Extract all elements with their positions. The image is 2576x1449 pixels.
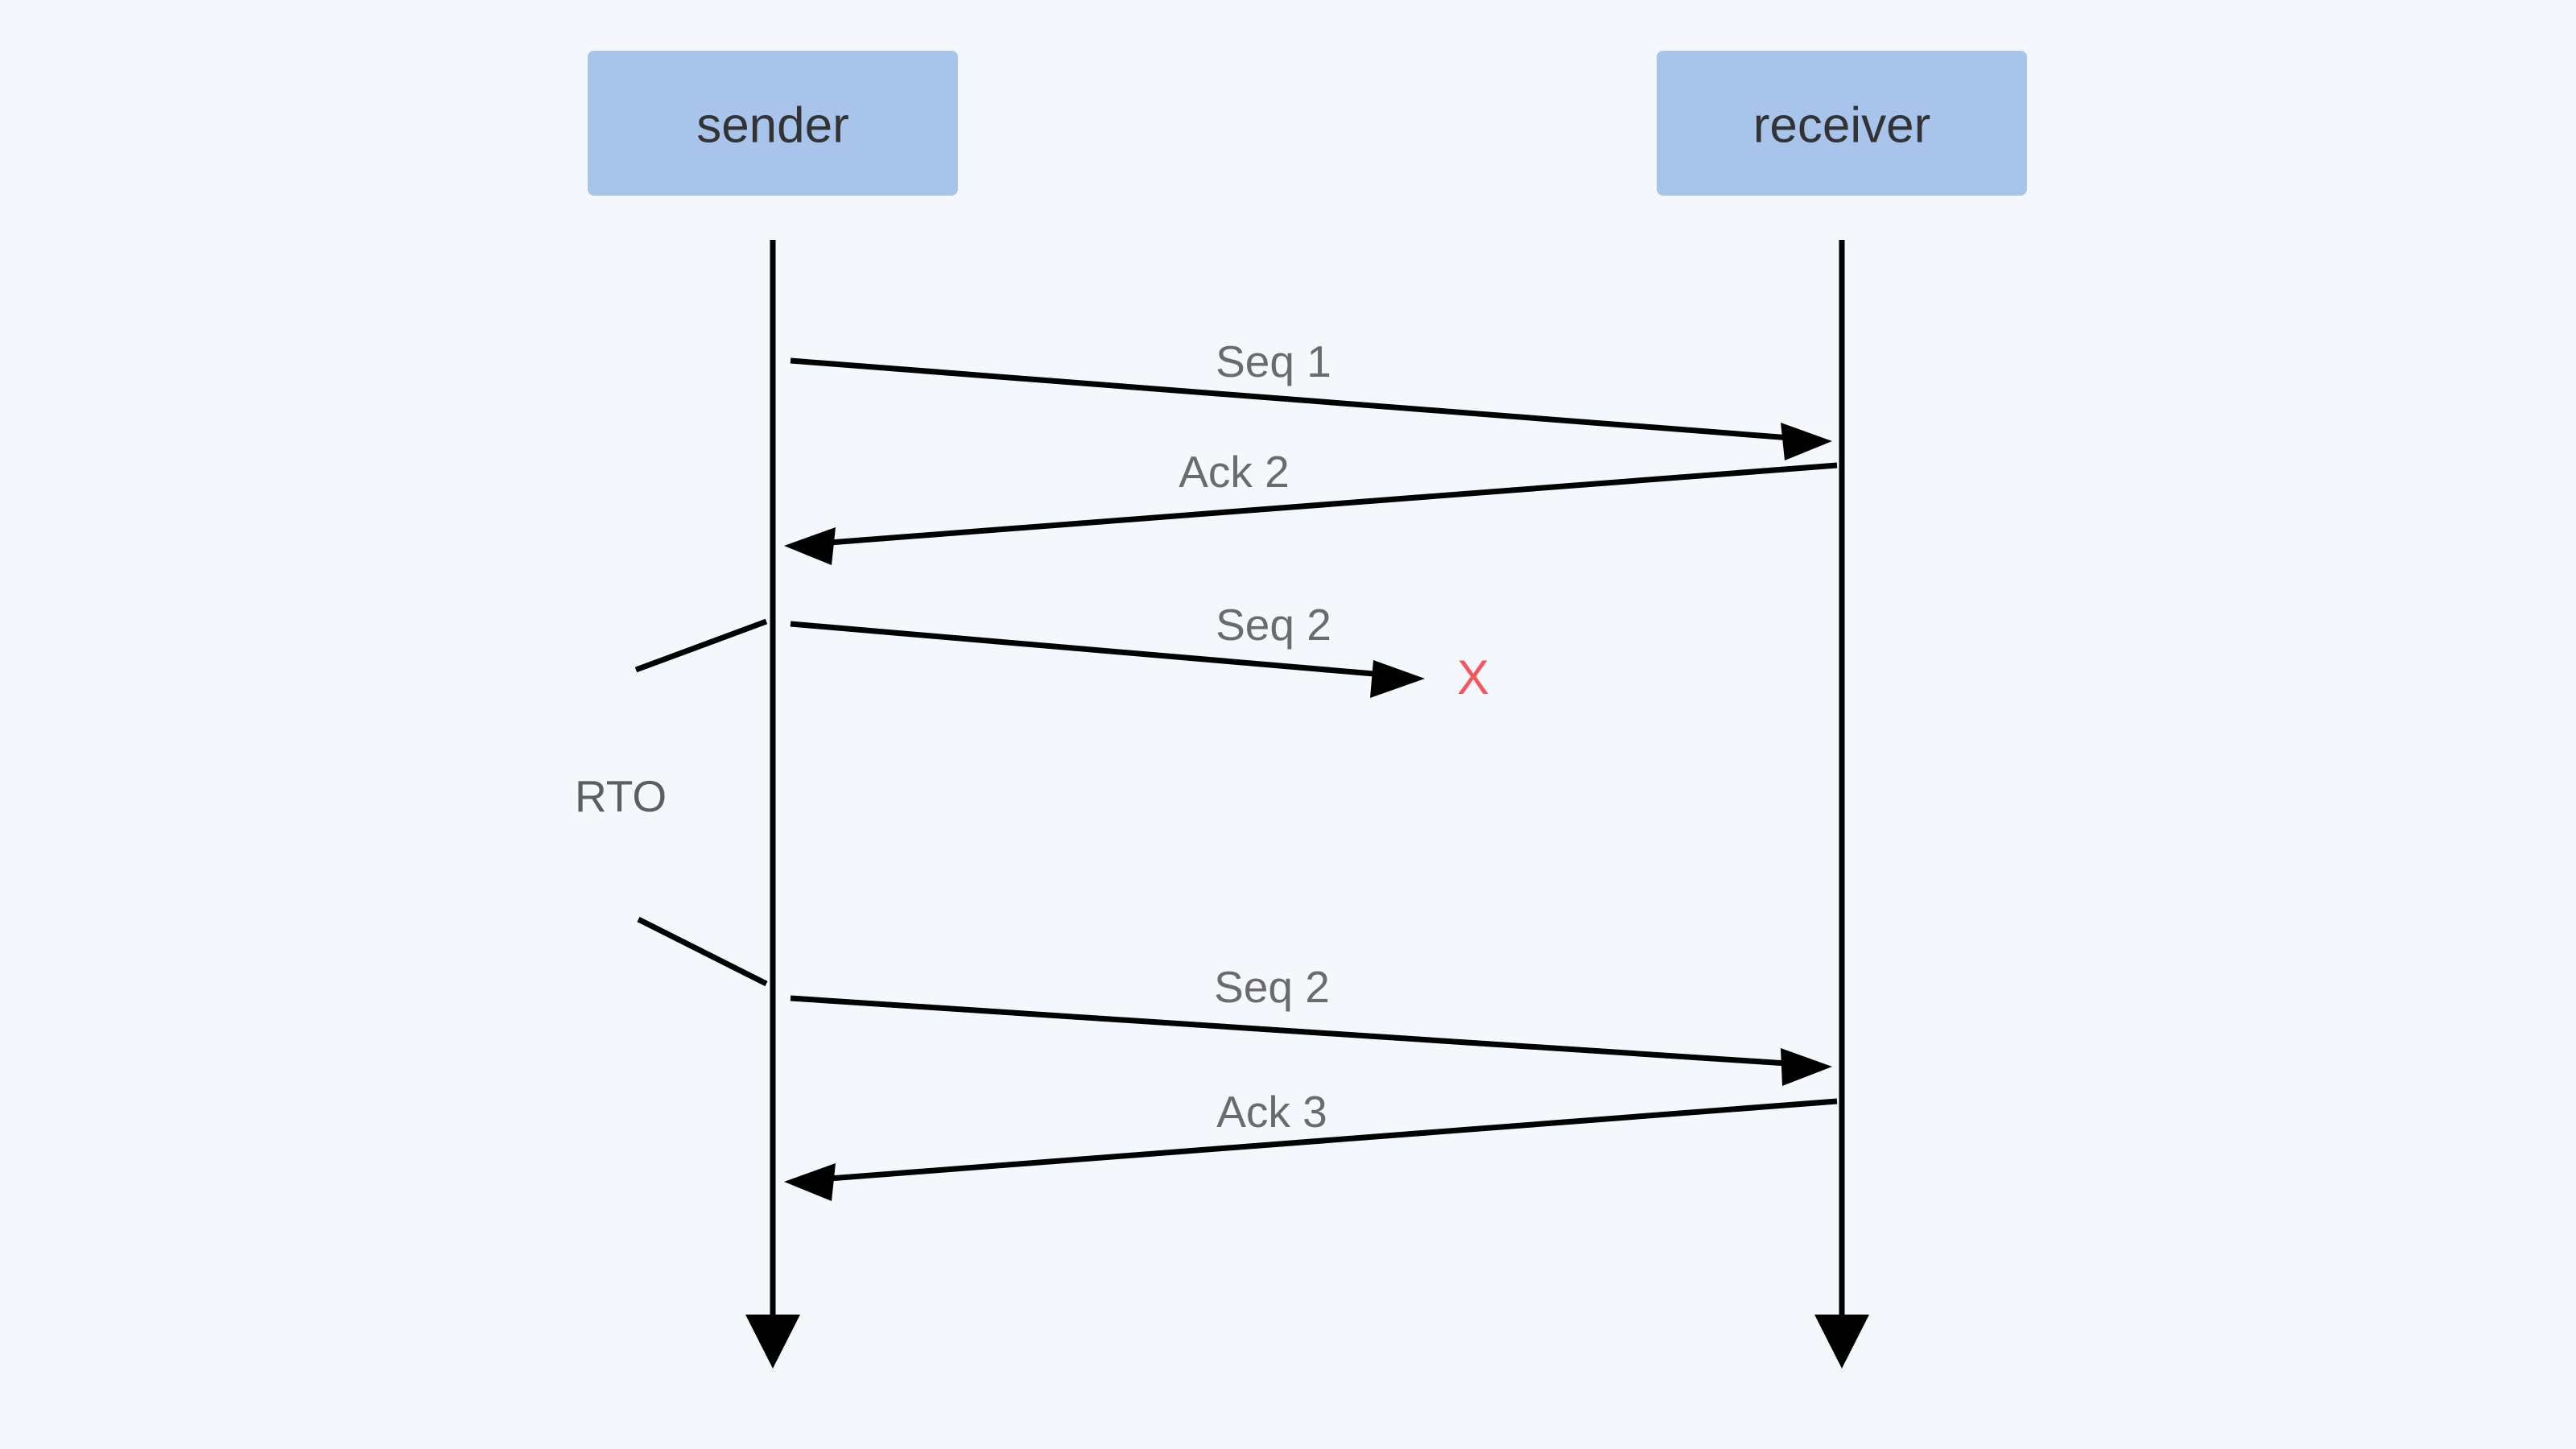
message-seq-1-label: Seq 1 xyxy=(1216,336,1331,386)
rto-end-tick xyxy=(637,916,768,987)
message-seq-1[interactable]: Seq 1 xyxy=(790,336,1832,460)
message-ack-3-label: Ack 3 xyxy=(1216,1087,1327,1137)
receiver-box[interactable] xyxy=(1657,51,2027,196)
receiver-box-label: receiver xyxy=(1753,97,1931,153)
packet-drop-x-icon: X xyxy=(1457,650,1489,704)
message-ack-2-label: Ack 2 xyxy=(1179,447,1290,497)
message-seq-2-retransmit-label: Seq 2 xyxy=(1214,962,1330,1012)
message-seq-2-lost-label: Seq 2 xyxy=(1216,600,1331,650)
message-ack-2[interactable]: Ack 2 xyxy=(784,447,1838,565)
message-seq-2-retransmit[interactable]: Seq 2 xyxy=(790,962,1832,1086)
receiver-lifeline-end-arrow-icon xyxy=(1814,1315,1869,1368)
rto-start-tick xyxy=(634,618,768,673)
message-ack-2-arrow-icon xyxy=(784,527,836,565)
rto-note-label: RTO xyxy=(575,771,667,821)
message-seq-2-retransmit-line xyxy=(790,995,1812,1068)
message-seq-1-arrow-icon xyxy=(1781,423,1832,460)
message-seq-2-lost[interactable]: Seq 2 X xyxy=(790,600,1489,704)
participant-receiver[interactable]: receiver xyxy=(1657,51,2027,196)
message-seq-2-lost-line xyxy=(790,621,1403,679)
sender-box-label: sender xyxy=(696,97,849,153)
sender-lifeline-end-arrow-icon xyxy=(745,1315,800,1368)
message-ack-3-line xyxy=(807,1098,1838,1183)
message-seq-2-retransmit-arrow-icon xyxy=(1781,1048,1832,1086)
sender-box[interactable] xyxy=(588,51,958,196)
lifelines-group xyxy=(745,240,1869,1368)
participant-sender[interactable]: sender xyxy=(588,51,958,196)
message-ack-2-line xyxy=(807,462,1838,547)
message-ack-3-arrow-icon xyxy=(784,1163,836,1201)
message-seq-1-line xyxy=(790,357,1812,443)
message-seq-2-lost-arrow-icon xyxy=(1370,660,1425,698)
message-ack-3[interactable]: Ack 3 xyxy=(784,1087,1838,1201)
